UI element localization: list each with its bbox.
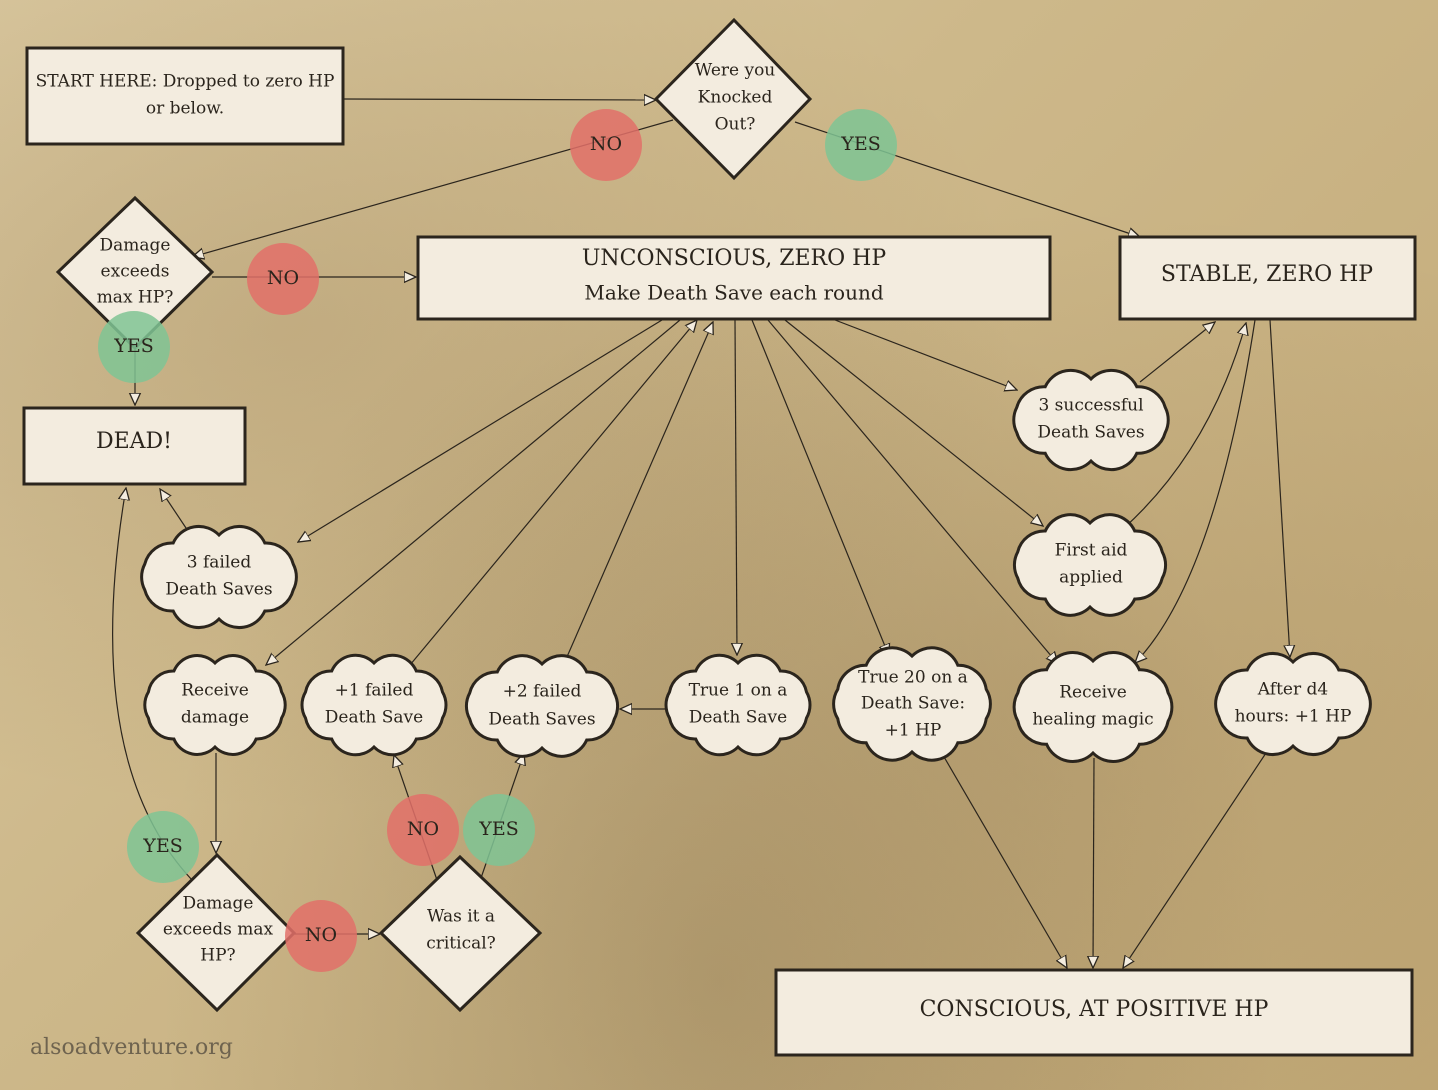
badge-no-knocked-label: NO [590,133,622,155]
receive-damage-line-2: damage [181,708,249,728]
damage-bottom-line-2: exceeds max [163,920,274,940]
first-aid-line-1: First aid [1055,541,1128,561]
unconscious-subtitle: Make Death Save each round [584,281,883,305]
unconscious-box: UNCONSCIOUS, ZERO HP Make Death Save eac… [416,235,1052,321]
after-d4-line-1: After d4 [1257,680,1328,700]
true-one-line-2: Death Save [689,708,787,728]
arrow-unconscious-to-true-one [735,319,737,655]
conscious-title: CONSCIOUS, AT POSITIVE HP [920,997,1269,1022]
connectors [112,99,1290,968]
three-failed-line-1: 3 failed [187,553,252,573]
arrow-unconscious-to-first-aid [784,319,1043,526]
true-twenty-cloud: True 20 on a Death Save: +1 HP [832,646,992,762]
arrow-unconscious-to-healing [767,319,1058,664]
arrow-after-d4-to-conscious [1123,749,1269,968]
damage-top-line-2: exceeds [101,262,170,282]
healing-line-2: healing magic [1032,710,1153,730]
one-failed-line-1: +1 failed [335,681,414,701]
conscious-box: CONSCIOUS, AT POSITIVE HP [774,968,1414,1057]
badge-no-knocked: NO [570,109,642,181]
true-twenty-line-1: True 20 on a [858,668,968,688]
knocked-line-3: Out? [715,115,756,135]
two-failed-line-1: +2 failed [503,682,582,702]
dead-title: DEAD! [96,429,172,454]
badge-yes-damage-top-label: YES [113,335,153,357]
true-twenty-line-2: Death Save: [861,694,965,714]
healing-line-1: Receive [1059,683,1127,703]
critical-line-1: Was it a [427,907,495,927]
badge-no-damage-top-label: NO [267,267,299,289]
arrow-unconscious-to-receive-damage [266,319,681,665]
badge-no-critical-label: NO [407,818,439,840]
badge-no-damage-top: NO [247,243,319,315]
arrow-three-success-to-stable [1139,322,1215,383]
knocked-out-diamond: Were you Knocked Out? [653,17,813,181]
badge-yes-critical: YES [463,794,535,866]
true-one-cloud: True 1 on a Death Save [664,653,812,757]
arrow-one-failed-to-unconscious [409,320,697,666]
two-failed-cloud: +2 failed Death Saves [464,654,620,758]
arrow-stable-to-healing [1135,319,1256,663]
damage-exceeds-bottom-diamond: Damage exceeds max HP? [135,852,297,1013]
first-aid-cloud: First aid applied [1012,513,1168,617]
three-success-cloud: 3 successful Death Saves [1012,368,1170,472]
arrow-first-aid-to-stable [1123,323,1246,529]
critical-diamond: Was it a critical? [378,854,543,1013]
arrow-unconscious-to-true-twenty [751,319,889,656]
arrow-unconscious-to-three-success [834,319,1017,390]
badge-no-critical: NO [387,794,459,866]
damage-top-line-1: Damage [100,236,171,256]
healing-magic-cloud: Receive healing magic [1012,651,1174,763]
badge-yes-damage-bottom: YES [127,811,199,883]
two-failed-line-2: Death Saves [488,710,595,730]
critical-line-2: critical? [426,934,496,954]
arrow-three-failed-to-dead [160,489,191,535]
badge-yes-knocked-label: YES [840,133,880,155]
badge-yes-critical-label: YES [478,818,518,840]
arrow-unconscious-to-three-failed [298,319,663,542]
badge-yes-damage-top: YES [98,311,170,383]
after-d4-cloud: After d4 hours: +1 HP [1214,651,1372,757]
start-box: START HERE: Dropped to zero HP or below. [25,46,345,146]
damage-exceeds-top-diamond: Damage exceeds max HP? [55,195,215,351]
damage-top-line-3: max HP? [97,288,174,308]
arrow-healing-to-conscious [1093,757,1094,968]
stable-box: STABLE, ZERO HP [1118,235,1417,321]
arrow-stable-to-after-d4 [1269,319,1290,657]
knocked-line-2: Knocked [698,88,773,108]
dead-box: DEAD! [22,406,247,486]
after-d4-line-2: hours: +1 HP [1235,707,1352,727]
arrow-true-twenty-to-conscious [939,749,1067,968]
true-one-line-1: True 1 on a [689,681,788,701]
first-aid-line-2: applied [1059,568,1123,588]
damage-bottom-line-1: Damage [183,894,254,914]
watermark: alsoadventure.org [30,1035,233,1060]
three-failed-line-2: Death Saves [165,580,272,600]
stable-title: STABLE, ZERO HP [1161,262,1373,287]
badge-yes-knocked: YES [825,109,897,181]
receive-damage-cloud: Receive damage [143,654,287,756]
start-line-2: or below. [146,99,224,119]
one-failed-cloud: +1 failed Death Save [300,653,448,757]
badge-yes-damage-bottom-label: YES [142,835,182,857]
arrow-start-to-knocked [342,99,656,100]
badge-no-damage-bottom-label: NO [305,924,337,946]
damage-bottom-line-3: HP? [200,946,235,966]
badge-no-damage-bottom: NO [285,900,357,972]
unconscious-title: UNCONSCIOUS, ZERO HP [582,246,886,271]
knocked-line-1: Were you [695,61,776,81]
three-failed-cloud: 3 failed Death Saves [140,524,298,630]
receive-damage-line-1: Receive [181,681,249,701]
one-failed-line-2: Death Save [325,708,423,728]
arrow-two-failed-to-unconscious [562,322,713,667]
true-twenty-line-3: +1 HP [885,721,942,741]
start-line-1: START HERE: Dropped to zero HP [36,72,335,92]
three-success-line-2: Death Saves [1037,423,1144,443]
three-success-line-1: 3 successful [1038,396,1143,416]
